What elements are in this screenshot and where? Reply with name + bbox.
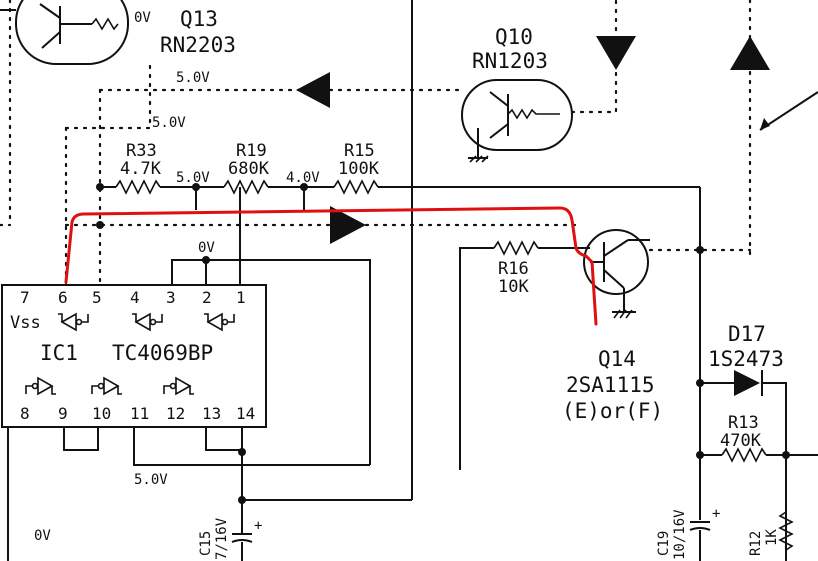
inverter-gate — [163, 376, 194, 396]
node-q14-collector — [696, 246, 704, 254]
ic1-pin-1: 1 — [236, 288, 246, 307]
q10-transistor — [461, 79, 573, 163]
r16-feed-wire — [459, 247, 494, 470]
r19-r15-node-voltage: 4.0V — [286, 170, 320, 186]
r33-name: R33 — [126, 141, 157, 161]
pin11-to-0v-loop — [133, 427, 370, 466]
r33-value: 4.7K — [120, 159, 162, 179]
d17-name: D17 — [728, 322, 766, 346]
c15-capacitor: + — [231, 518, 262, 561]
node-r33-left — [96, 183, 104, 191]
c15-name: C15 — [198, 531, 214, 556]
r13-value: 470K — [720, 431, 762, 451]
d17-diode — [734, 370, 760, 396]
q13-to-5v-trace — [64, 58, 152, 130]
q14-name: Q14 — [598, 347, 636, 371]
r16-value: 10K — [498, 277, 529, 297]
ic1-part: TC4069BP — [112, 341, 213, 365]
ic1-pin-9: 9 — [58, 404, 68, 423]
node-c15 — [238, 496, 246, 504]
node-r13-right — [782, 451, 790, 459]
q13-zero-volt: 0V — [134, 10, 151, 26]
q14-part: 2SA1115 — [566, 373, 655, 397]
signal-arrow-up — [730, 36, 770, 70]
signal-arrow-left — [296, 72, 330, 108]
highlighted-signal-path — [64, 206, 598, 326]
q10-name: Q10 — [495, 25, 533, 49]
q13-name: Q13 — [180, 7, 218, 31]
q10-part: RN1203 — [472, 49, 548, 73]
q14-transistor — [583, 229, 650, 319]
r16-resistor — [493, 240, 539, 256]
pin9-pin10-link — [63, 427, 99, 451]
r12-name: R12 — [748, 531, 764, 556]
inverter-gate — [91, 376, 122, 396]
r15-value: 100K — [338, 159, 380, 179]
c19-name: C19 — [656, 531, 672, 556]
resistor-row — [100, 179, 701, 255]
c19-value: 10/16V — [672, 509, 688, 560]
r33-r19-node-voltage: 5.0V — [176, 170, 210, 186]
r19-resistor — [223, 179, 269, 195]
ic1-pin-7: 7 — [20, 288, 30, 307]
inverter-gate — [204, 312, 235, 332]
bottom-5v-label: 5.0V — [134, 472, 168, 488]
arrow-pointer-head — [760, 118, 770, 130]
ic1-pin-6: 6 — [58, 288, 68, 307]
ic1-top-pins: 7 6 5 4 3 2 1 — [20, 288, 246, 307]
r13-name: R13 — [728, 413, 759, 433]
r15-name: R15 — [344, 141, 375, 161]
r12-resistor — [778, 511, 794, 551]
r33-resistor — [115, 179, 161, 195]
q14-rank: (E)or(F) — [562, 399, 663, 423]
ic1-pin-2: 2 — [202, 288, 212, 307]
ic1-pin-14: 14 — [236, 404, 255, 423]
mid-5v-label: 5.0V — [152, 115, 186, 131]
c15-value: 7/16V — [214, 517, 230, 560]
r13-resistor — [721, 447, 767, 463]
r19-name: R19 — [236, 141, 267, 161]
c19-capacitor: + — [689, 506, 720, 561]
d17-cathode-wire — [762, 382, 787, 561]
top-5v-label: 5.0V — [176, 70, 210, 86]
ic1-pin-5: 5 — [92, 288, 102, 307]
ic-0v-loop — [171, 259, 371, 465]
ic1-bottom-pins: 8 9 10 11 12 13 14 — [20, 404, 255, 423]
inverter-gate — [58, 312, 89, 332]
pin13-link — [205, 427, 242, 451]
r19-value: 680K — [228, 159, 270, 179]
left-zero-volt: 0V — [34, 528, 51, 544]
ic-zero-volt: 0V — [198, 240, 215, 256]
ic1-pin-11: 11 — [130, 404, 149, 423]
q13-part: RN2203 — [160, 33, 236, 57]
svg-text:+: + — [254, 518, 262, 534]
node-pin14 — [238, 448, 246, 456]
inverter-gate — [25, 376, 56, 396]
ic1-pin-13: 13 — [202, 404, 221, 423]
r15-resistor — [333, 179, 379, 195]
inverter-gate — [132, 312, 163, 332]
ic1-pin-12: 12 — [166, 404, 185, 423]
signal-arrow-right — [330, 206, 366, 244]
arrow-pointer-line — [759, 91, 818, 131]
node-r13-left — [696, 451, 704, 459]
d17-part: 1S2473 — [708, 347, 784, 371]
signal-arrow-down — [596, 36, 636, 70]
ic1-name: IC1 — [40, 341, 78, 365]
ic1-pin-10: 10 — [92, 404, 111, 423]
svg-text:+: + — [712, 506, 720, 522]
node-pin5-signal — [96, 221, 104, 229]
q13-transistor — [0, 0, 129, 65]
ic1-vss: Vss — [10, 313, 41, 333]
ic1-pin-3: 3 — [166, 288, 176, 307]
r12-value: 1K — [764, 529, 780, 546]
node-d17-anode — [696, 379, 704, 387]
r16-name: R16 — [498, 259, 529, 279]
ic1-pin-8: 8 — [20, 404, 30, 423]
ic1-pin-4: 4 — [130, 288, 140, 307]
